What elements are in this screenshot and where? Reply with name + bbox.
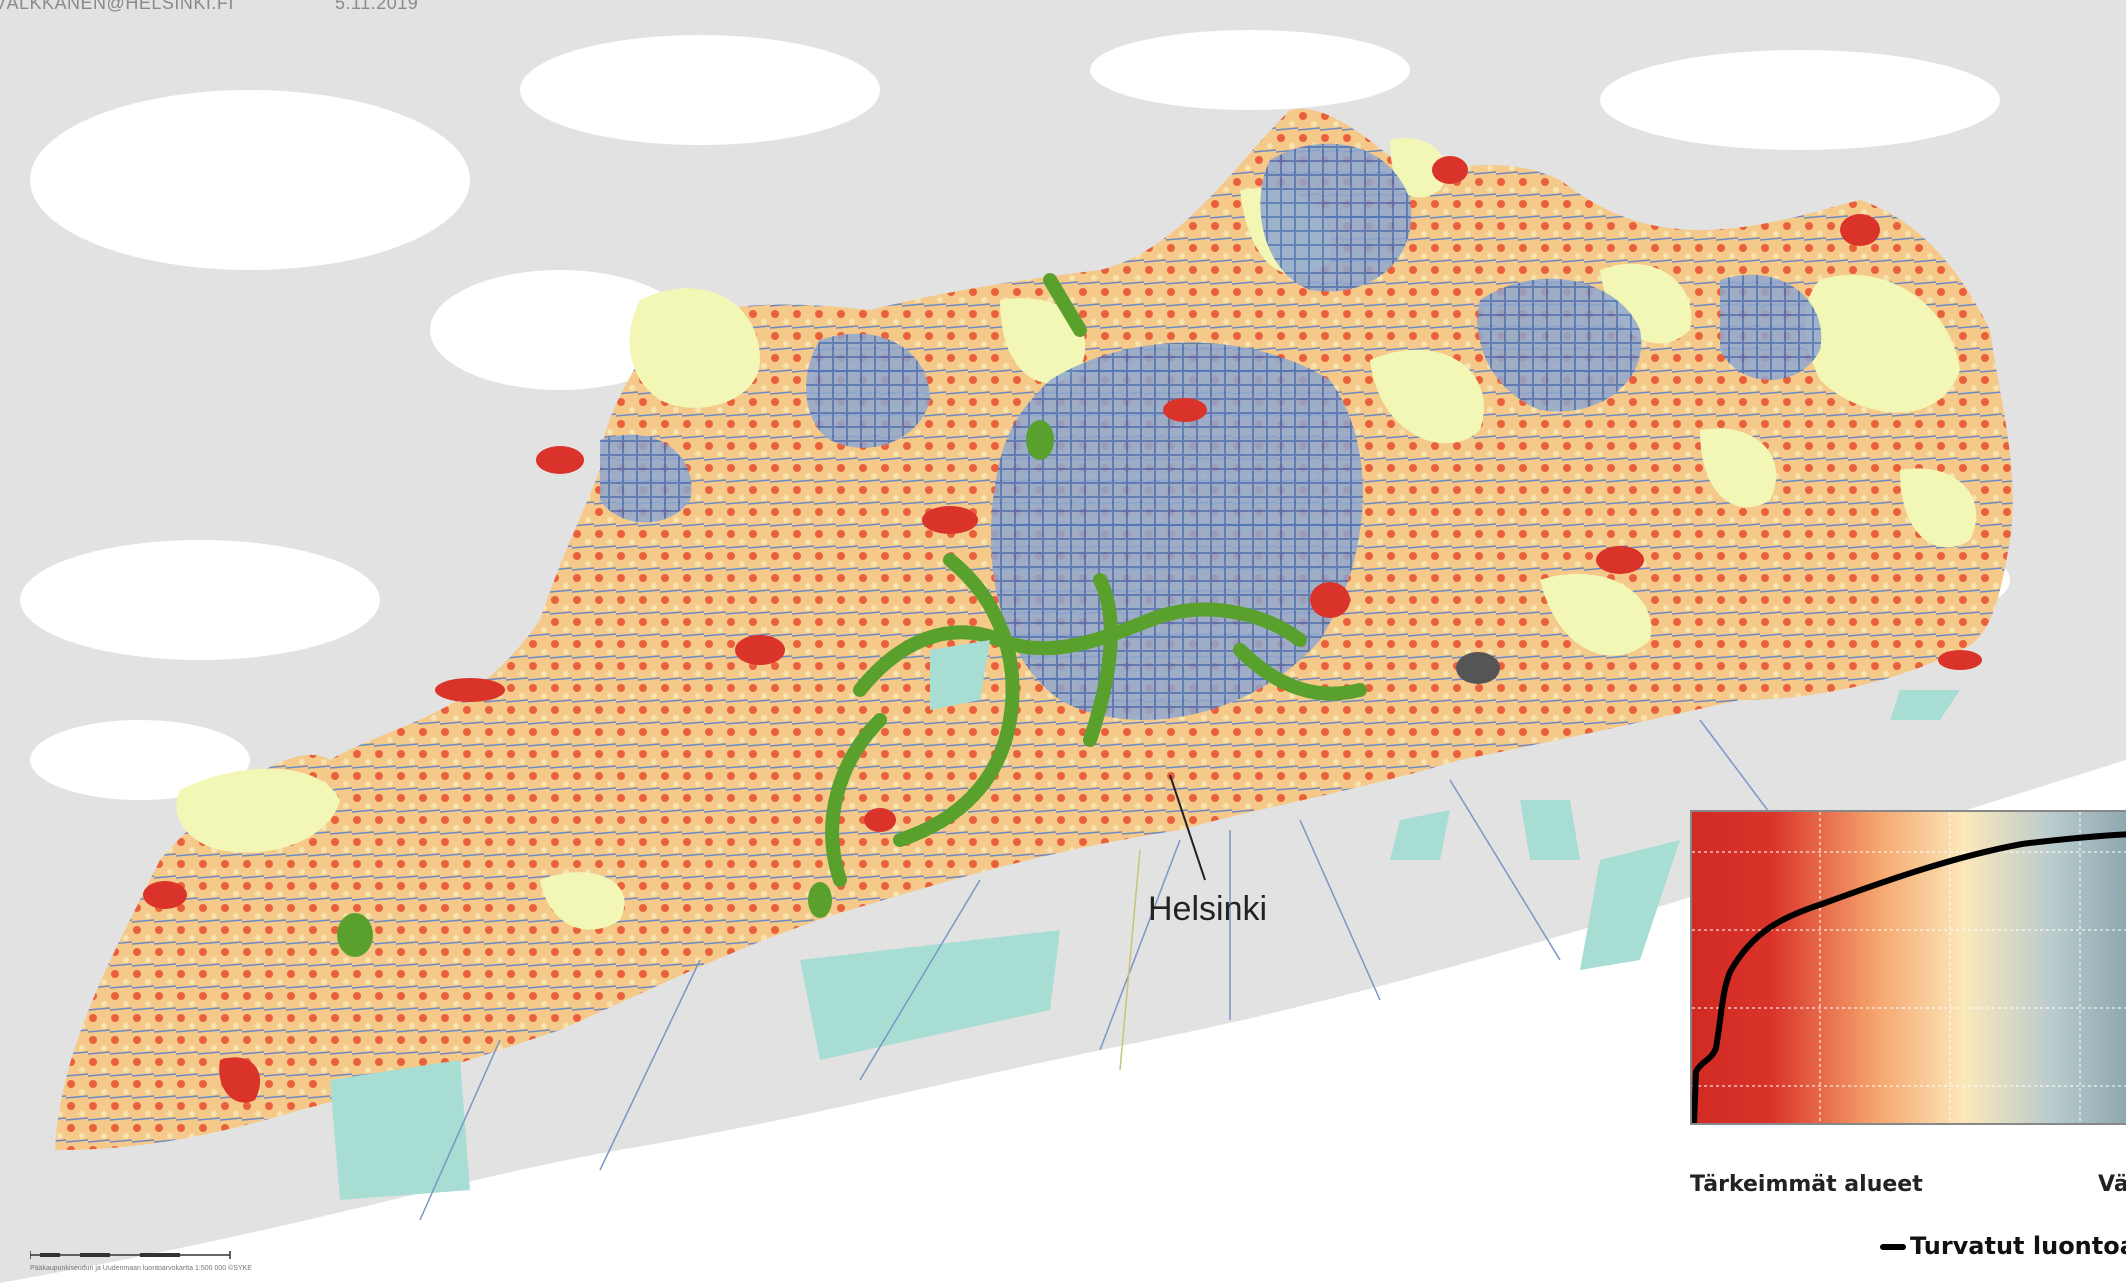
slide-date: 5.11.2019: [335, 0, 419, 13]
city-leader-line: [1169, 774, 1206, 881]
city-label-helsinki: Helsinki: [1148, 890, 1268, 928]
high-value-areas: [143, 156, 1982, 1103]
legend-key: Turvatut luontoar: [1880, 1232, 2126, 1260]
legend-curve-chart: [1692, 812, 2126, 1123]
airport-area: [1456, 652, 1500, 684]
legend-gradient: [1692, 812, 2126, 1123]
protected-area-curve: [1692, 831, 2126, 1123]
route-line: [1119, 849, 1141, 1071]
legend-left-label: Tärkeimmät alueet: [1690, 1172, 1923, 1197]
green-patches: [337, 420, 1054, 957]
sea-area: [0, 760, 2126, 1283]
marine-areas: [330, 640, 1960, 1200]
legend-right-label: Vä: [2098, 1172, 2126, 1197]
legend-panel: [1690, 810, 2126, 1125]
legend-key-label: Turvatut luontoar: [1910, 1232, 2126, 1260]
shipping-lanes: [419, 719, 1821, 1221]
author-email: VÄLKKÄNEN@HELSINKI.FI: [0, 0, 234, 13]
green-corridors: [825, 273, 1367, 887]
scale-bar: [30, 1251, 231, 1259]
legend-key-swatch: [1880, 1244, 1906, 1250]
scale-caption: Pääkaupunkiseudun ja Uudenmaan luontoarv…: [30, 1265, 252, 1272]
